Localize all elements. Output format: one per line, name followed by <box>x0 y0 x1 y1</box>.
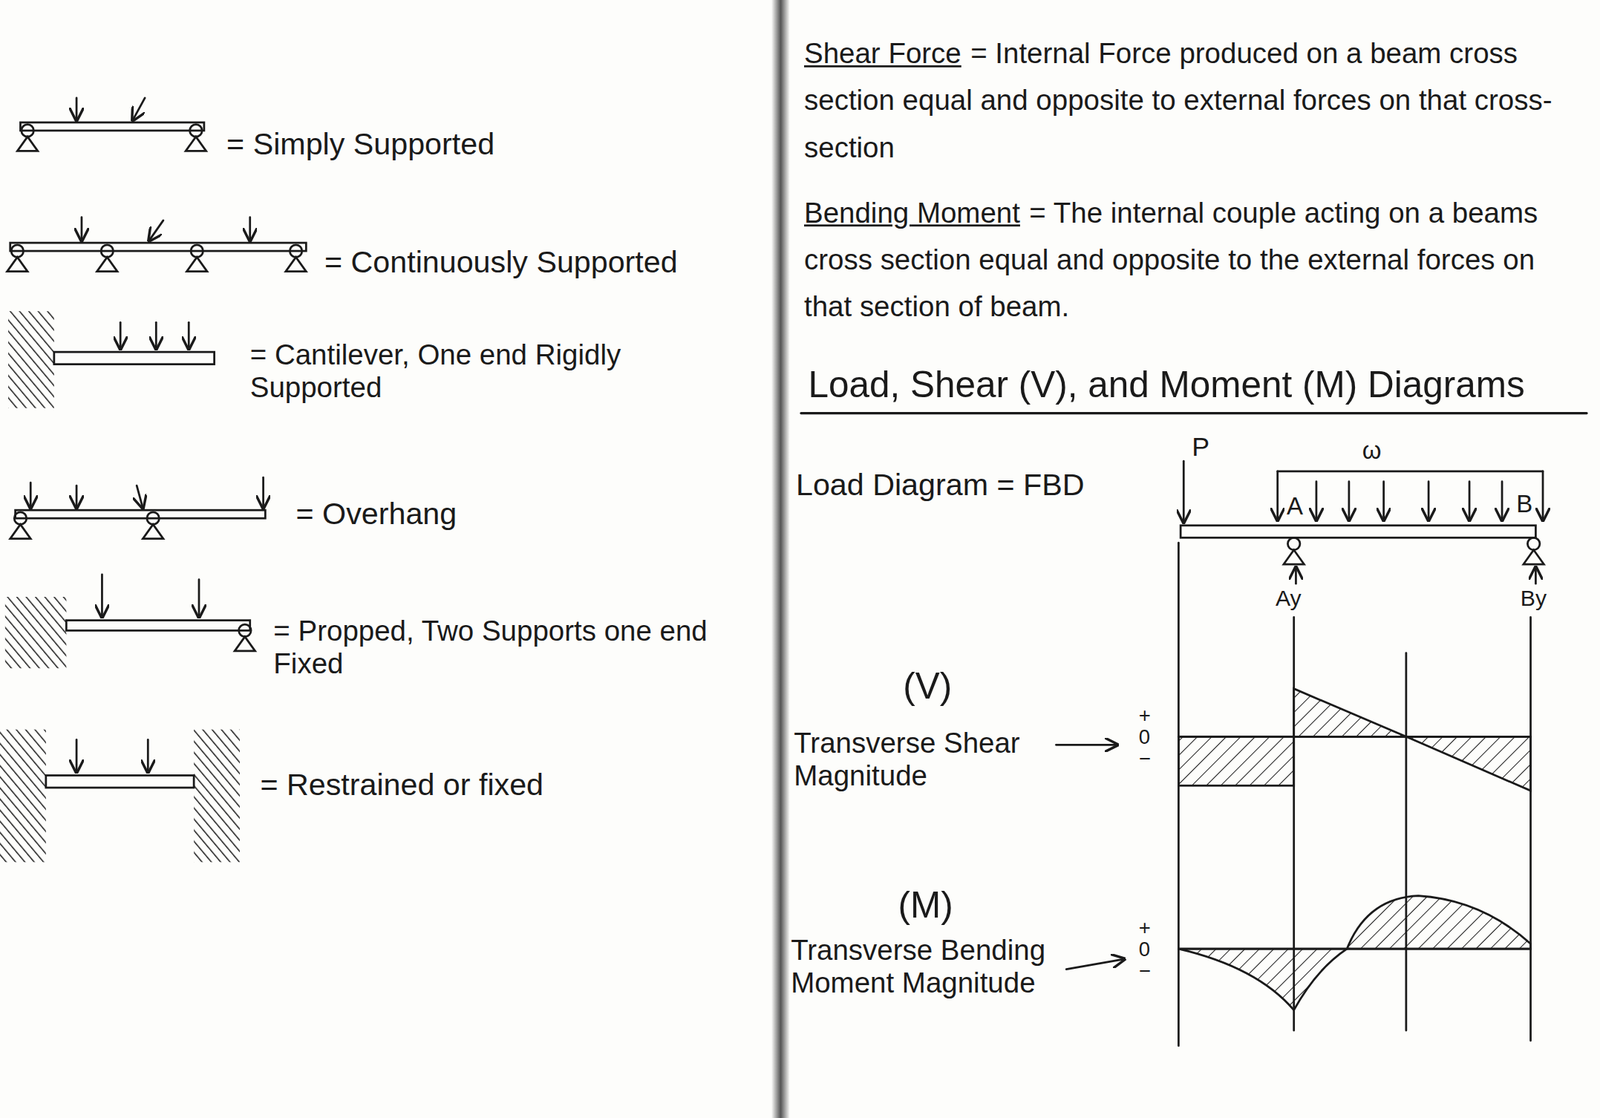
definition-paragraph: Bending Moment= The internal couple acti… <box>804 190 1585 332</box>
sign-mark: + <box>1138 703 1159 728</box>
load-label: ω <box>1362 436 1393 465</box>
sign-mark: 0 <box>1138 937 1159 962</box>
axis-caption: Transverse Bending Moment Magnitude <box>790 934 1061 1001</box>
support-type-label: = Restrained or fixed <box>259 767 628 803</box>
sign-mark: − <box>1138 959 1159 984</box>
term: Bending Moment <box>804 196 1021 229</box>
support-label: B <box>1516 490 1541 519</box>
support-type-label: = Simply Supported <box>226 126 574 162</box>
page-heading: Load, Shear (V), and Moment (M) Diagrams <box>807 363 1584 406</box>
sign-mark: + <box>1138 916 1159 940</box>
term: Shear Force <box>804 37 962 70</box>
diagram-label: Load Diagram = FBD <box>795 467 1164 502</box>
support-type-label: = Overhang <box>296 496 521 532</box>
diagram-symbol: (V) <box>902 665 985 708</box>
support-type-label: = Continuously Supported <box>324 245 753 280</box>
load-label: P <box>1191 432 1223 464</box>
support-label: A <box>1286 491 1312 520</box>
diagram-symbol: (M) <box>897 883 990 926</box>
support-type-label: = Cantilever, One end Rigidly Supported <box>250 338 705 404</box>
definition-paragraph: Shear Force= Internal Force produced on … <box>804 30 1585 172</box>
sign-mark: 0 <box>1138 725 1159 750</box>
support-type-label: = Propped, Two Supports one end Fixed <box>273 615 743 681</box>
reaction-label: Ay <box>1275 585 1321 612</box>
reaction-label: By <box>1520 585 1566 612</box>
sign-mark: − <box>1138 746 1159 771</box>
axis-caption: Transverse Shear Magnitude <box>793 727 1054 793</box>
